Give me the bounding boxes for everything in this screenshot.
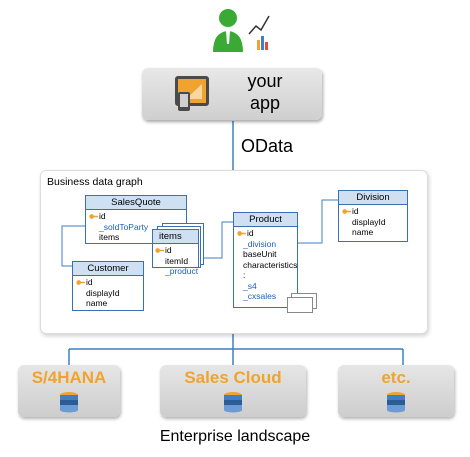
division-field-id-text: id — [352, 206, 359, 216]
entity-customer-title: Customer — [73, 262, 143, 276]
entity-product: Product id _division baseUnit characteri… — [233, 212, 298, 308]
product-field-division: _division — [243, 238, 277, 249]
entity-customer: Customer id displayId name — [72, 261, 144, 311]
key-icon — [76, 280, 85, 286]
entity-items: items id itemId _product — [152, 229, 199, 276]
product-field-id-text: id — [247, 228, 254, 238]
customer-field-displayid: displayId — [86, 287, 120, 298]
system-s4hana-label: S/4HANA — [31, 368, 107, 387]
items-field-product: _product — [165, 266, 199, 276]
database-icon — [224, 392, 242, 413]
product-field-s4: _s4 — [243, 280, 257, 291]
system-sales-cloud: Sales Cloud — [160, 365, 306, 417]
enterprise-landscape-label: Enterprise landscape — [159, 428, 311, 445]
entity-product-title: Product — [234, 213, 297, 227]
key-icon — [342, 209, 351, 215]
product-field-ellipsis: : — [243, 270, 246, 280]
app-label-line1: your — [247, 71, 283, 91]
system-s4hana: S/4HANA — [18, 365, 120, 417]
app-label: your app — [220, 70, 310, 114]
app-label-line2: app — [249, 93, 281, 113]
division-field-displayid: displayId — [352, 216, 386, 227]
graph-title: Business data graph — [47, 176, 143, 188]
product-field-id: id — [237, 228, 297, 239]
product-field-baseunit: baseUnit — [243, 249, 277, 259]
salesquote-field-id: id — [89, 211, 186, 222]
related-table-stack-front — [287, 297, 313, 313]
tablet-app-icon — [175, 76, 209, 111]
your-app-box — [142, 68, 322, 120]
entity-division: Division id displayId name — [338, 190, 408, 242]
salesquote-field-soldtoparty: _soldToParty — [99, 221, 149, 232]
odata-label: OData — [241, 136, 294, 156]
salesquote-field-id-text: id — [99, 211, 106, 221]
database-icon — [60, 392, 78, 413]
division-field-name: name — [352, 227, 374, 237]
user-analytics-icon — [213, 9, 270, 52]
system-etc: etc. — [338, 365, 454, 417]
items-field-itemid: itemId — [165, 255, 189, 266]
customer-field-id: id — [76, 277, 143, 288]
product-field-cxsales: _cxsales — [243, 291, 277, 301]
key-icon — [89, 214, 98, 220]
key-icon — [155, 248, 164, 254]
customer-field-name: name — [86, 298, 108, 308]
database-icon — [387, 392, 405, 413]
items-field-id-text: id — [165, 245, 172, 255]
division-field-id: id — [342, 206, 407, 217]
items-field-id: id — [155, 245, 198, 256]
customer-field-id-text: id — [86, 277, 93, 287]
entity-division-title: Division — [339, 191, 407, 205]
system-etc-label: etc. — [381, 368, 411, 387]
system-sales-cloud-label: Sales Cloud — [184, 368, 282, 387]
entity-items-title: items — [153, 230, 198, 244]
product-field-characteristics: characteristics — [243, 259, 298, 270]
key-icon — [237, 231, 246, 237]
salesquote-field-items: items — [99, 232, 120, 242]
entity-salesquote-title: SalesQuote — [86, 196, 186, 210]
